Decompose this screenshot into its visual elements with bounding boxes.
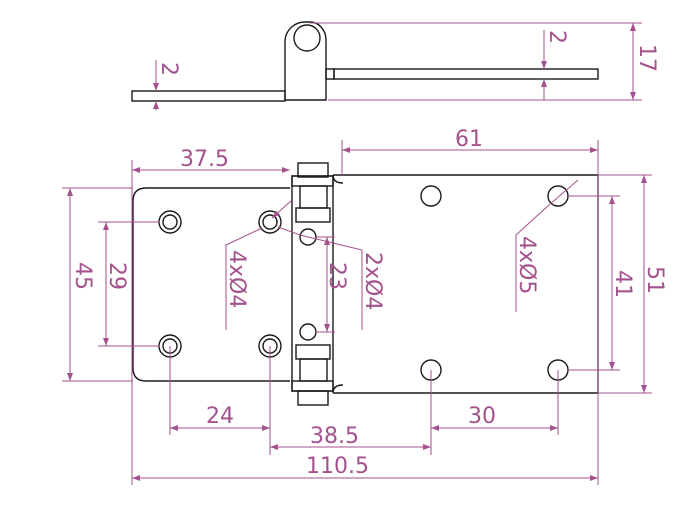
dim-left-height: 45	[70, 262, 95, 290]
dim-right-hole-spacing-v: 41	[610, 270, 635, 298]
label-pin-holes: 2xØ4	[360, 252, 385, 310]
dim-left-hole-spacing-h: 24	[206, 404, 234, 429]
dim-pin-spacing: 23	[324, 262, 349, 290]
dim-right-width: 61	[455, 127, 483, 152]
label-right-holes: 4xØ5	[514, 236, 539, 294]
left-holes	[158, 210, 282, 358]
dim-left-hole-spacing-v: 29	[104, 262, 129, 290]
pin-hole	[299, 323, 317, 341]
label-left-holes: 4xØ4	[224, 250, 249, 308]
dim-thickness-right: 2	[544, 30, 569, 44]
side-view: 2 2 17	[131, 21, 659, 110]
right-holes	[420, 185, 569, 381]
dim-height: 17	[634, 44, 659, 72]
dim-center-hole-spacing: 38.5	[310, 424, 359, 449]
dim-right-height: 51	[642, 266, 667, 294]
dim-left-width: 37.5	[180, 147, 229, 172]
front-view: 37.5 61 45 29 4xØ4 23 2xØ4 4xØ5 41 51 24…	[62, 127, 667, 485]
dim-thickness-left: 2	[156, 62, 181, 76]
dim-total-width: 110.5	[306, 454, 369, 479]
dim-right-hole-spacing-h: 30	[468, 404, 496, 429]
